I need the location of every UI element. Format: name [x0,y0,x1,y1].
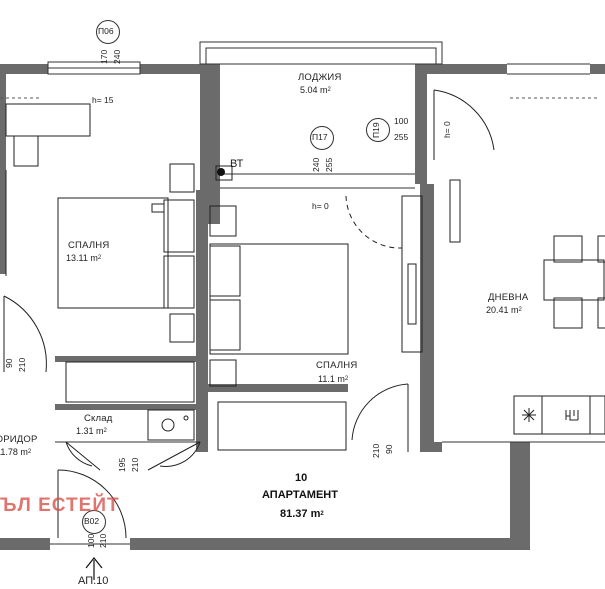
room-area-loggia: 5.04 m2 [300,85,331,95]
kitchen [513,395,605,435]
opening-height-p19: 255 [394,132,409,142]
door-width-bed2: 90 [384,444,394,454]
room-area-storage: 1.31 m2 [76,426,107,436]
thin-lines [47,41,605,545]
corridor-clip: КОРИДОР 11.78 m2 [0,432,48,462]
door-height-bed2: 210 [371,443,381,458]
loggia-door-swing [345,195,403,249]
room-name-bedroom2: СПАЛНЯ [316,360,358,371]
opening-height-b02: 210 [98,533,108,548]
opening-width-p17: 240 [311,157,321,172]
opening-code-p17: П17 [312,132,328,142]
room-name-bedroom1: СПАЛНЯ [68,240,110,251]
bed-bedroom1 [57,163,195,343]
opening-width-p19: 100 [394,116,409,126]
door-height-store: 210 [130,457,140,472]
opening-tag-p06 [96,20,120,44]
dining-set [449,179,605,329]
door-height-left: 210 [17,357,27,372]
wardrobe [217,195,423,451]
opening-sill-p06: h= 15 [92,95,114,105]
opening-tag-p19 [366,118,390,142]
apartment-number: 10 [295,472,308,484]
room-area-bedroom1: 13.11 m2 [66,253,102,263]
watermark-text: ЪЛ ЕСТЕЙТ [0,495,120,516]
opening-code-p19: П19 [371,122,381,138]
opening-height-p17: 255 [324,157,334,172]
opening-width-b02: 100 [86,533,96,548]
room-name-living: ДНЕВНА [488,292,529,303]
opening-code-b02: В02 [84,516,100,526]
opening-height-p06: 240 [112,49,122,64]
apartment-label: АПАРТАМЕНТ [262,489,338,501]
storage-furniture [65,361,195,441]
opening-sill-p19: h= 0 [442,121,452,138]
room-name-corridor: КОРИДОР [0,434,38,445]
entry-label: АП.10 [78,575,109,587]
bt-marker [215,165,233,181]
room-area-living: 20.41 m2 [486,305,522,315]
door-width-store: 195 [117,457,127,472]
desk [5,103,91,276]
opening-code-p06: П06 [98,26,114,36]
bed-bedroom2 [209,205,349,387]
apartment-area: 81.37 m2 [280,508,324,520]
room-name-loggia: ЛОДЖИЯ [298,72,342,83]
room-name-storage: Склад [84,413,113,424]
door-swings [3,89,495,539]
bt-label: ВТ [230,158,244,170]
walls [0,64,605,550]
opening-tag-p17 [310,126,334,150]
room-area-corridor: 11.78 m2 [0,447,32,457]
room-area-bedroom2: 11.1 m2 [318,374,349,384]
opening-width-p06: 170 [99,49,109,64]
door-width-left: 90 [4,358,14,368]
opening-tag-b02 [82,510,106,534]
opening-sill-p17: h= 0 [312,201,329,211]
entry-arrow [85,557,103,580]
